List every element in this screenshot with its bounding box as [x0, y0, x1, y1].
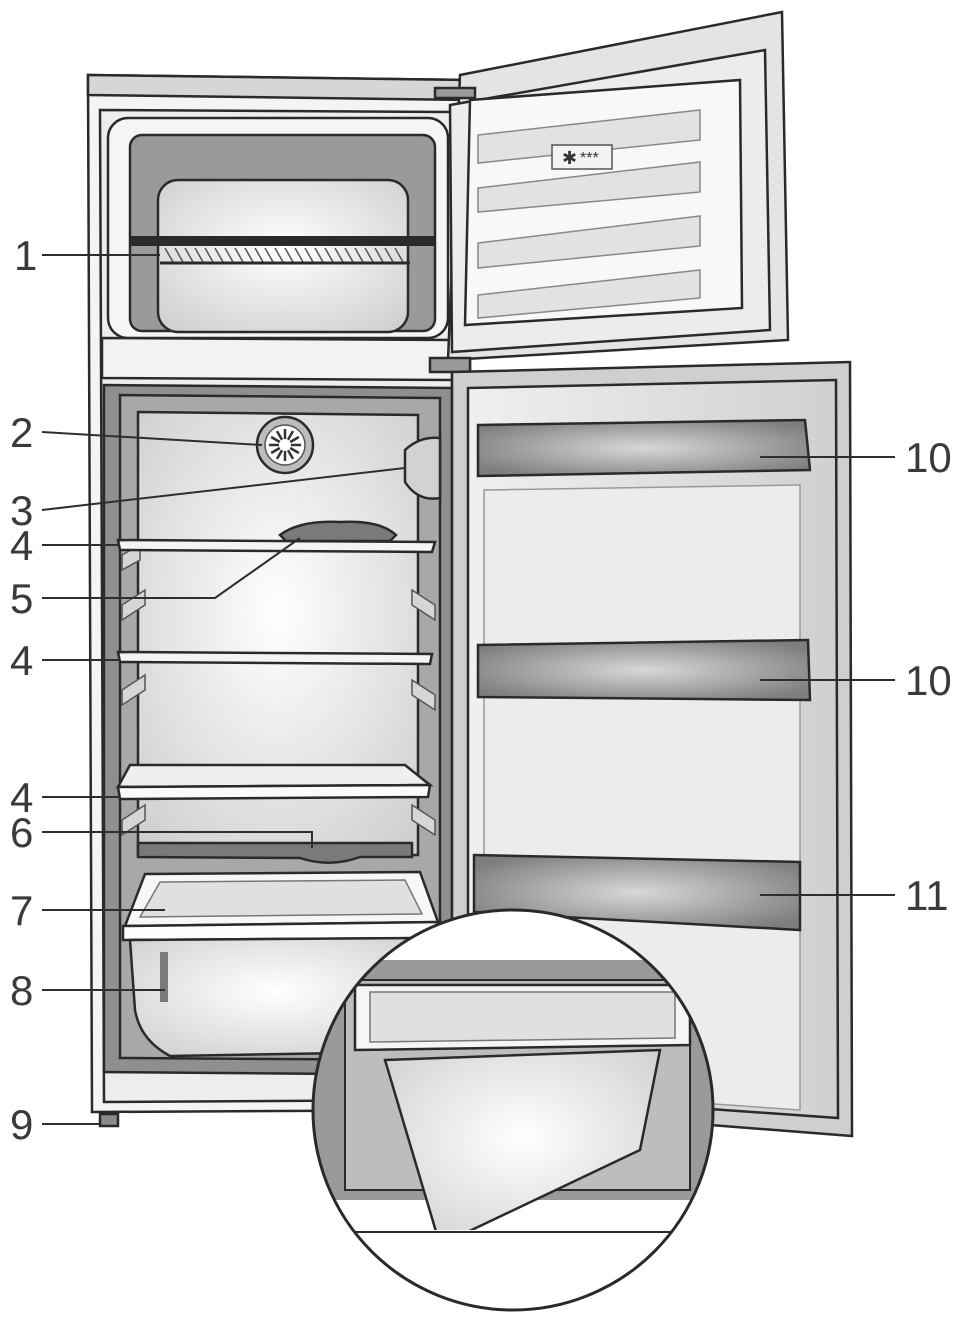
callout-label: 4 — [10, 774, 33, 821]
adjustable-foot — [98, 1112, 120, 1128]
freezer-wire-shelf — [130, 236, 435, 265]
freezer-door: ✱ *** — [446, 10, 790, 362]
callout-label: 6 — [10, 809, 33, 856]
shelf-supports — [121, 543, 436, 837]
callout-label: 7 — [10, 887, 33, 934]
callout-label: 1 — [14, 232, 37, 279]
door-shelf-upper — [476, 418, 812, 478]
crisper-zoom-inset — [311, 908, 715, 1312]
callout-label: 4 — [10, 637, 33, 684]
glass-shelves — [115, 538, 437, 801]
callout-leaders — [41, 254, 895, 1125]
callout-label: 2 — [10, 409, 33, 456]
thermostat-housing — [403, 436, 442, 500]
crisper-cover-rail — [136, 841, 414, 864]
svg-text:✱: ✱ — [562, 148, 577, 168]
top-hinge — [433, 86, 477, 100]
fan-light-cover — [255, 415, 315, 475]
fridge-door — [450, 360, 854, 1138]
middle-hinge — [428, 356, 472, 374]
svg-text:***: *** — [580, 150, 599, 167]
callout-label: 5 — [10, 575, 33, 622]
callout-label: 3 — [10, 487, 33, 534]
callout-label: 10 — [905, 657, 952, 704]
callout-label: 11 — [905, 872, 949, 919]
callout-labels: 1 2 3 4 5 4 4 6 7 8 9 10 10 11 — [10, 232, 952, 1148]
egg-tray — [278, 520, 398, 543]
callout-label: 4 — [10, 522, 33, 569]
freezer-compartment — [106, 116, 450, 340]
callout-label: 9 — [10, 1101, 33, 1148]
freezer-star-rating-label: ✱ *** — [551, 144, 613, 170]
callout-label: 8 — [10, 967, 33, 1014]
bottle-shelf — [472, 853, 802, 932]
callout-label: 10 — [905, 434, 952, 481]
door-shelf-middle — [476, 638, 812, 702]
